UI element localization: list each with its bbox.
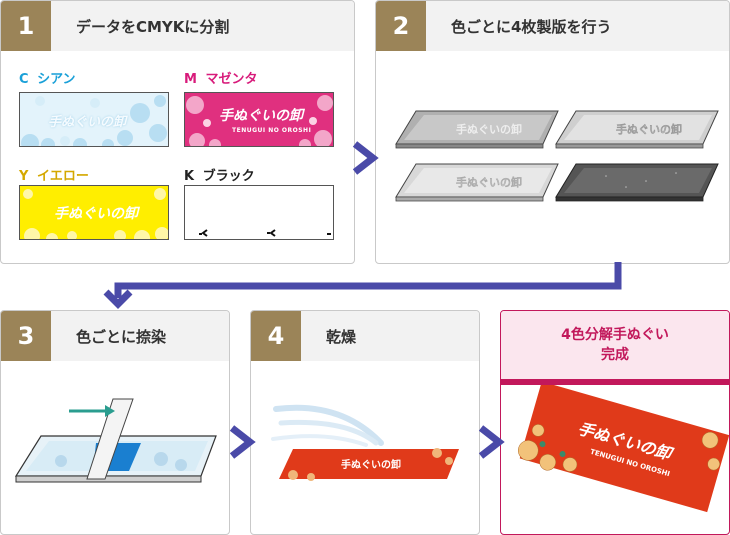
final-title: 4色分解手ぬぐい 完成 xyxy=(561,325,669,365)
step-number: 3 xyxy=(1,311,51,361)
final-title-line1: 4色分解手ぬぐい xyxy=(561,327,669,343)
final-title-line2: 完成 xyxy=(601,347,629,363)
magenta-flowers-pattern xyxy=(186,95,333,146)
screen-plate: 手ぬぐいの卸 xyxy=(395,110,559,149)
step-4-panel: 4 乾燥 手ぬぐいの卸 xyxy=(250,310,480,535)
step-4-header: 4 乾燥 xyxy=(251,311,479,361)
channel-name: シアン xyxy=(37,72,76,87)
channel-label-yellow: Y イエロー xyxy=(19,165,89,184)
step-1-header: 1 データをCMYKに分割 xyxy=(1,1,354,51)
cyan-flowers-pattern xyxy=(21,95,167,146)
step-number: 1 xyxy=(1,1,51,51)
step-title: 色ごとに捺染 xyxy=(76,327,167,346)
black-plate-preview xyxy=(184,185,334,240)
step-3-header: 3 色ごとに捺染 xyxy=(1,311,229,361)
product-logo: 手ぬぐいの卸 xyxy=(219,108,303,124)
step-title: 色ごとに4枚製版を行う xyxy=(451,17,612,36)
magenta-plate-preview: 手ぬぐいの卸 TENUGUI NO OROSHI xyxy=(184,92,334,147)
product-logo: 手ぬぐいの卸 xyxy=(48,115,127,130)
four-screens-illustration: 手ぬぐいの卸 手ぬぐいの卸 手ぬぐいの卸 xyxy=(395,110,719,202)
channel-letter: K xyxy=(184,169,195,184)
final-header: 4色分解手ぬぐい 完成 xyxy=(501,311,729,385)
step-number: 2 xyxy=(376,1,426,51)
screen-plate: 手ぬぐいの卸 xyxy=(395,163,559,202)
black-marks-pattern xyxy=(199,229,331,237)
svg-text:手ぬぐいの卸: 手ぬぐいの卸 xyxy=(341,458,401,471)
step-1-panel: 1 データをCMYKに分割 C シアン 手ぬぐいの卸 M マゼンタ xyxy=(0,0,355,264)
yellow-plate-preview: 手ぬぐいの卸 xyxy=(19,185,169,240)
step-title: データをCMYKに分割 xyxy=(76,17,230,36)
arrow-right-icon xyxy=(478,425,505,459)
yellow-flowers-pattern xyxy=(23,188,168,239)
svg-text:手ぬぐいの卸: 手ぬぐいの卸 xyxy=(456,175,522,189)
arrow-right-icon xyxy=(229,425,256,459)
product-sub: TENUGUI NO OROSHI xyxy=(232,127,312,134)
channel-letter: Y xyxy=(19,169,29,184)
channel-label-magenta: M マゼンタ xyxy=(184,68,257,87)
drying-illustration: 手ぬぐいの卸 xyxy=(271,404,459,481)
arrow-right-icon xyxy=(352,141,379,175)
printing-illustration xyxy=(14,398,217,483)
channel-name: ブラック xyxy=(202,169,255,184)
channel-label-cyan: C シアン xyxy=(19,68,76,87)
step-2-header: 2 色ごとに4枚製版を行う xyxy=(376,1,729,51)
connector-arrow-icon xyxy=(103,262,622,309)
channel-letter: M xyxy=(184,72,197,87)
step-3-panel: 3 色ごとに捺染 xyxy=(0,310,230,535)
step-number: 4 xyxy=(251,311,301,361)
svg-text:手ぬぐいの卸: 手ぬぐいの卸 xyxy=(456,122,522,136)
screen-plate xyxy=(555,163,719,202)
channel-letter: C xyxy=(19,72,29,87)
channel-name: マゼンタ xyxy=(205,72,258,87)
product-logo: 手ぬぐいの卸 xyxy=(54,206,138,222)
finished-tenugui-illustration: 手ぬぐいの卸 TENUGUI NO OROSHI xyxy=(517,385,729,513)
final-panel: 4色分解手ぬぐい 完成 手ぬぐいの卸 TENUGUI NO OROSHI xyxy=(500,310,730,535)
cyan-plate-preview: 手ぬぐいの卸 xyxy=(19,92,169,147)
step-2-panel: 2 色ごとに4枚製版を行う 手ぬぐいの卸 手ぬぐいの卸 手ぬぐいの卸 xyxy=(375,0,730,264)
step-title: 乾燥 xyxy=(326,327,357,346)
svg-text:手ぬぐいの卸: 手ぬぐいの卸 xyxy=(616,122,682,136)
channel-name: イエロー xyxy=(36,169,89,184)
channel-label-black: K ブラック xyxy=(184,165,255,184)
screen-plate: 手ぬぐいの卸 xyxy=(555,110,719,149)
